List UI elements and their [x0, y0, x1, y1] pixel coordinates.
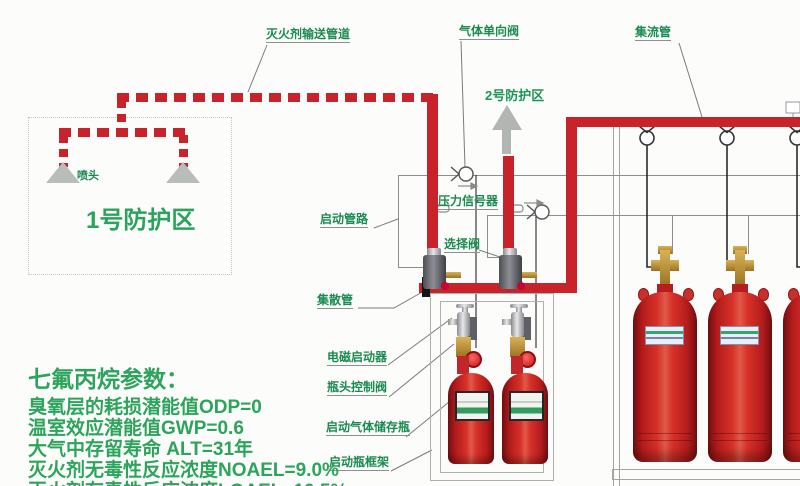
- start-bottle-label: [509, 391, 544, 421]
- zone2-arrow-icon: [492, 105, 522, 130]
- zone2-arrow-shaft: [502, 129, 511, 154]
- cylinder-label: [720, 326, 759, 345]
- collecting-manifold-pipe: [566, 117, 800, 127]
- solenoid-handle-icon: [456, 304, 474, 308]
- zone1-boundary-box: [28, 117, 232, 275]
- cylinder-label: [645, 326, 684, 345]
- start-bottle-label: [455, 391, 490, 421]
- solenoid-handle-icon: [510, 304, 528, 308]
- label-start-pipeline: 启动管路: [320, 212, 369, 228]
- start-gas-bottle: [448, 304, 494, 464]
- zone1-drop-left: [59, 135, 68, 167]
- nozzle-icon: [46, 162, 80, 183]
- solenoid-starter-body: [511, 312, 524, 337]
- selector-valve: [497, 248, 537, 298]
- label-zone2: 2号防护区: [485, 88, 545, 103]
- label-start-bottle-frame: 启动瓶框架: [329, 455, 390, 471]
- label-gas-check-valve: 气体单向阀: [459, 24, 520, 40]
- zone1-drop-right: [179, 135, 188, 167]
- parameter-line: 大气中存留寿命 ALT=31年: [28, 439, 254, 460]
- label-bottle-head-valve: 瓶头控制阀: [327, 380, 388, 396]
- zone1-branch-pipe: [59, 128, 189, 137]
- parameter-line: 灭火剂无毒性反应浓度NOAEL=9.0%: [28, 460, 339, 481]
- start-gas-bottle: [502, 304, 548, 464]
- leader-lines: [247, 40, 703, 472]
- cylinder-rack-lines: [612, 121, 800, 486]
- cylinder-body: [708, 292, 772, 462]
- parameter-line: 灭火剂有毒性反应浓度LOAEL=10.5%: [28, 481, 358, 486]
- label-manifold: 集流管: [635, 25, 672, 41]
- manifold-riser-pipe: [566, 118, 577, 293]
- label-start-gas-bottle: 启动气体储存瓶: [326, 420, 411, 436]
- agent-storage-cylinder: [633, 246, 697, 462]
- cylinder-body: [633, 292, 697, 462]
- label-solenoid-starter: 电磁启动器: [327, 350, 388, 366]
- selector-valve: [421, 248, 461, 298]
- nozzle-icon: [166, 162, 200, 183]
- solenoid-starter-body: [457, 312, 470, 337]
- zone1-riser-pipe: [427, 94, 438, 293]
- parameter-title: 七氟丙烷参数：: [28, 366, 189, 392]
- cylinder-body: [783, 292, 800, 462]
- parameter-block: 七氟丙烷参数： 臭氧层的耗损潜能值ODP=0 温室效应潜能值GWP=0.6 大气…: [28, 360, 358, 486]
- parameter-line: 臭氧层的耗损潜能值ODP=0: [28, 397, 262, 418]
- manifold-end-gauge: [785, 101, 800, 117]
- starter-bottle-frame-outer: [430, 293, 554, 481]
- zone2-riser-pipe: [503, 156, 514, 293]
- label-agent-delivery-pipe: 灭火剂输送管道: [266, 27, 351, 43]
- label-zone1: 1号防护区: [86, 207, 196, 234]
- flow-direction-arrows: [458, 182, 545, 207]
- agent-storage-cylinder: [783, 246, 800, 462]
- label-distribution-pipe: 集散管: [317, 293, 354, 309]
- gas-check-valve-icons: [450, 166, 550, 220]
- label-nozzle: 喷头: [77, 170, 99, 182]
- label-pressure-signal: 压力信号器: [438, 194, 499, 210]
- agent-delivery-pipe-elbow: [117, 100, 126, 133]
- agent-storage-cylinder: [708, 246, 772, 462]
- label-selector-valve: 选择阀: [444, 237, 481, 253]
- parameter-line: 温室效应潜能值GWP=0.6: [28, 418, 244, 439]
- agent-delivery-pipe-dashed: [117, 93, 435, 102]
- distribution-pipe: [419, 283, 577, 293]
- manifold-check-valve-icons: [638, 125, 800, 146]
